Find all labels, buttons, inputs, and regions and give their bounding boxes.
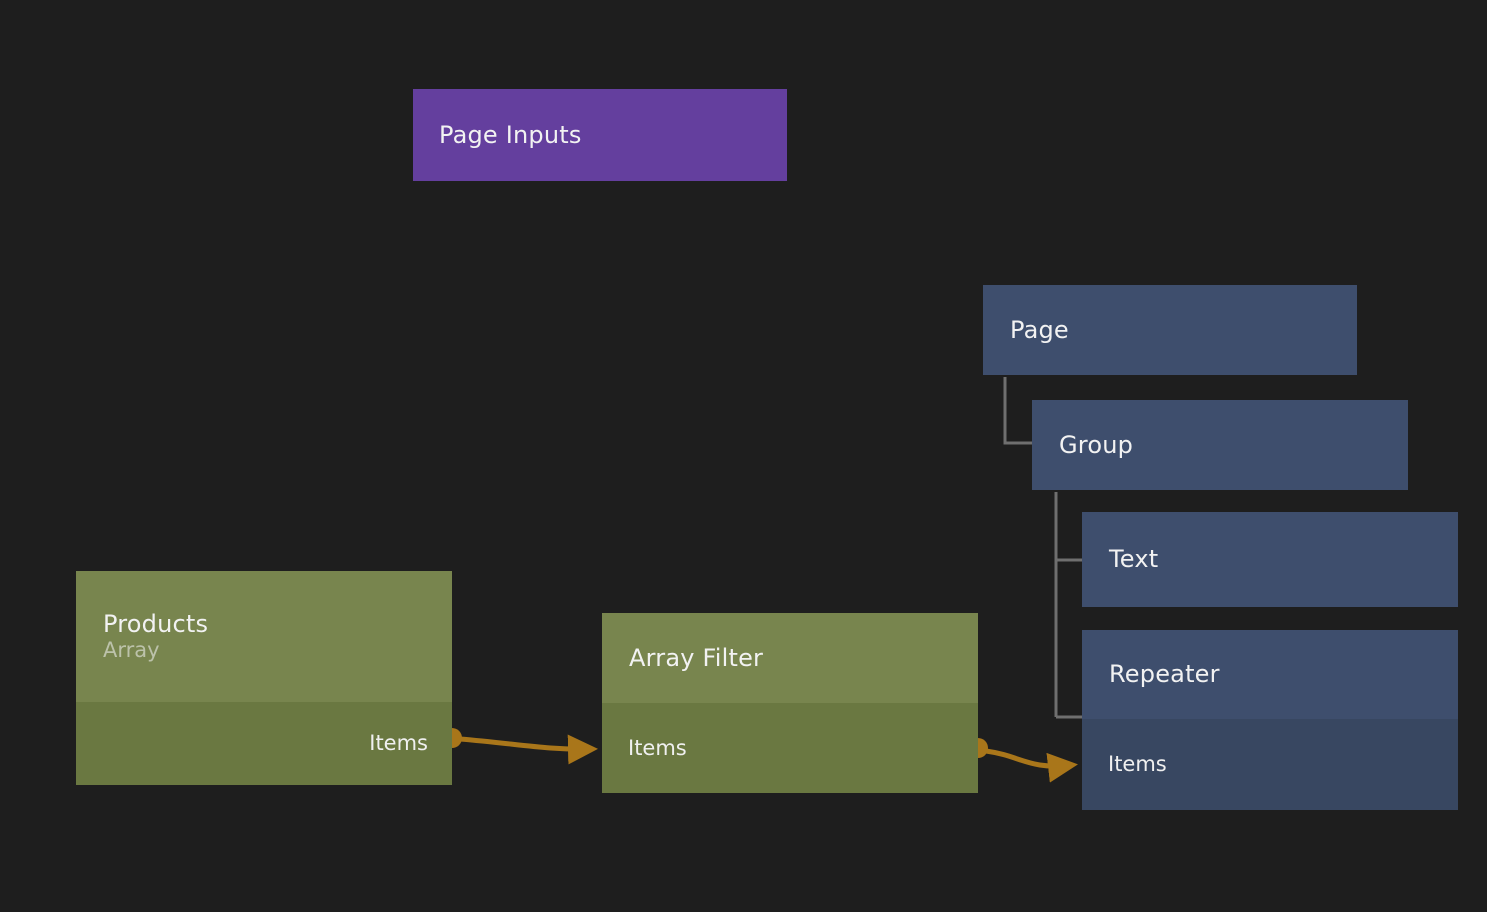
edge-products-to-array-filter [442, 728, 598, 765]
node-header: Repeater [1082, 630, 1458, 719]
node-subtitle: Array [103, 637, 160, 662]
node-header: Page [983, 285, 1357, 375]
node-page[interactable]: Page [983, 285, 1357, 375]
node-body: Items [76, 702, 452, 785]
port-row-output-items[interactable]: Items [76, 733, 452, 754]
node-group[interactable]: Group [1032, 400, 1408, 490]
node-repeater[interactable]: Repeater Items [1082, 630, 1458, 810]
port-label-items: Items [1108, 752, 1167, 776]
node-array-filter[interactable]: Array Filter Items [602, 613, 978, 793]
node-text[interactable]: Text [1082, 512, 1458, 607]
node-title: Products [103, 609, 209, 638]
node-body: Items [602, 703, 978, 793]
node-header: Array Filter [602, 613, 978, 703]
node-title: Array Filter [629, 643, 764, 672]
edge-array-filter-to-repeater [968, 738, 1078, 783]
node-header: Text [1082, 512, 1458, 607]
node-page-inputs[interactable]: Page Inputs [413, 89, 787, 181]
node-title: Page Inputs [439, 120, 582, 149]
node-header: Page Inputs [413, 89, 787, 181]
node-title: Page [1010, 315, 1069, 344]
port-label-items: Items [628, 735, 687, 760]
port-row-input-items[interactable]: Items [1082, 754, 1458, 775]
node-body: Items [1082, 719, 1458, 810]
node-title: Repeater [1109, 660, 1220, 689]
port-label-items: Items [369, 731, 428, 755]
node-title: Group [1059, 430, 1134, 459]
node-title: Text [1109, 545, 1159, 574]
node-products[interactable]: Products Array Items [76, 571, 452, 785]
node-header: Group [1032, 400, 1408, 490]
node-header: Products Array [76, 571, 452, 702]
port-row-input-items[interactable]: Items [602, 735, 978, 760]
